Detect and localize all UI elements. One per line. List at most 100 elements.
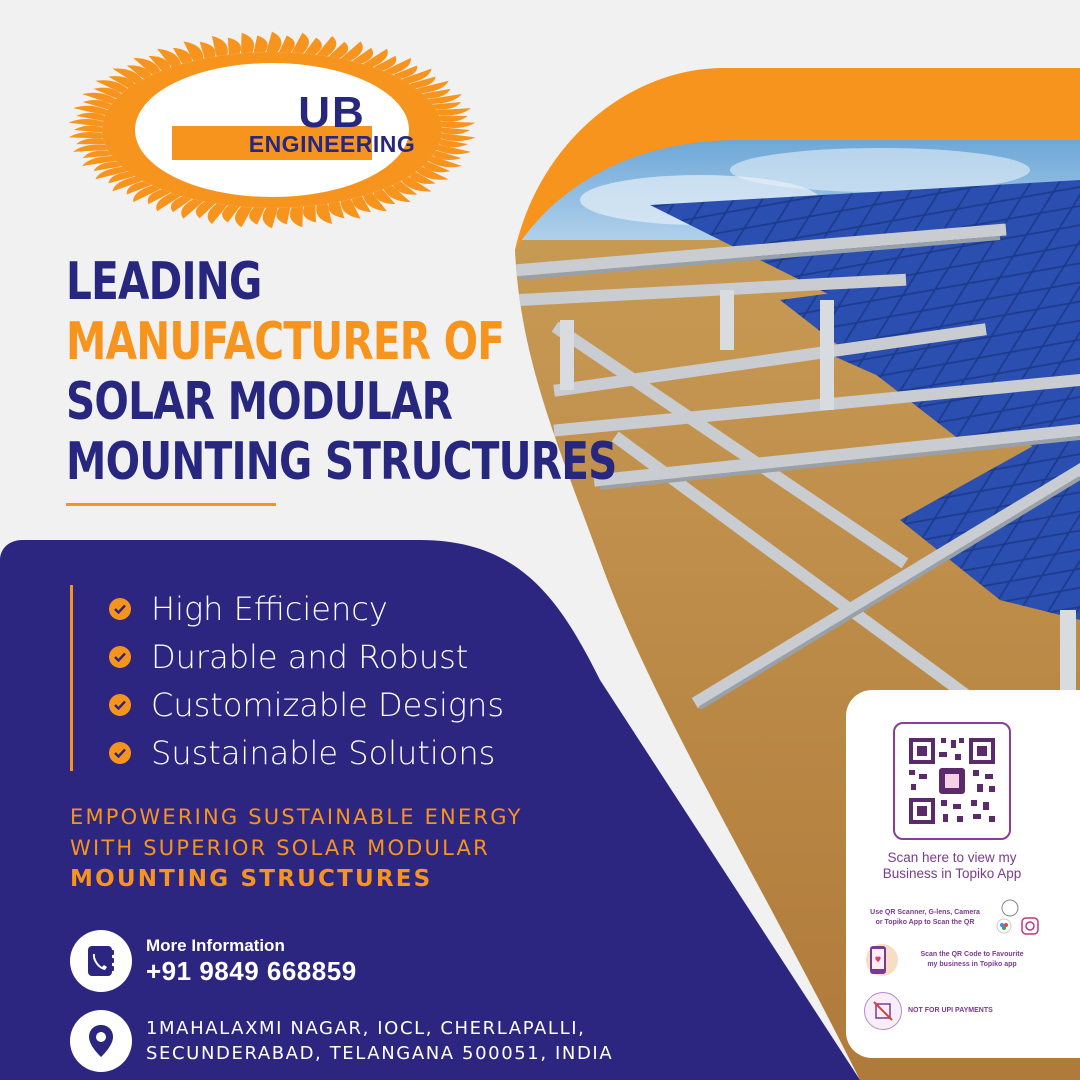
sun-ray: [362, 192, 387, 212]
location-pin-icon: [70, 1010, 132, 1072]
sun-ray: [234, 206, 253, 228]
feature-item: Durable and Robust: [109, 633, 504, 681]
tagline: EMPOWERING SUSTAINABLE ENERGY WITH SUPER…: [70, 802, 523, 895]
sun-ray: [76, 138, 105, 145]
qr-card: Scan here to view my Business in Topiko …: [846, 690, 1080, 1058]
sun-ray: [436, 108, 471, 116]
sun-ray: [289, 206, 303, 228]
check-icon: [109, 742, 131, 764]
sun-ray: [383, 185, 411, 203]
sun-ray: [222, 205, 240, 223]
sun-ray: [401, 68, 432, 84]
sun-ray: [170, 196, 193, 213]
sun-ray: [181, 199, 204, 219]
sun-ray: [316, 35, 337, 57]
sun-ray: [112, 176, 143, 192]
logo-ub-text: UB: [298, 88, 366, 137]
sun-ray: [74, 125, 103, 133]
qr-hint-1-line-2: or Topiko App to Scan the QR: [875, 919, 975, 926]
sun-ray: [416, 166, 449, 180]
logo-engineering-text: ENGINEERING: [248, 131, 416, 157]
qr-hint-2-line-2: my business in Topiko app: [927, 961, 1017, 968]
sun-ray: [112, 68, 143, 84]
qr-hint-scan: Use QR Scanner, G-lens, Camera or Topiko…: [856, 898, 1044, 938]
sun-ray: [157, 48, 182, 68]
sun-ray: [195, 201, 216, 219]
sun-ray: [126, 65, 152, 79]
sun-ray: [133, 185, 161, 203]
scanner-apps-icon: [996, 899, 1039, 935]
sun-ray: [68, 132, 103, 139]
sun-ray: [249, 207, 266, 225]
sun-ray: [266, 31, 282, 53]
sun-ray: [401, 176, 432, 192]
check-icon: [109, 598, 131, 620]
sun-ray: [441, 121, 476, 128]
phone-number[interactable]: +91 9849 668859: [146, 955, 357, 986]
sun-ray: [73, 144, 108, 152]
qr-hint-3: NOT FOR UPI PAYMENTS: [908, 1007, 993, 1014]
sun-ray: [409, 76, 436, 89]
headline: LEADING MANUFACTURER OF SOLAR MODULAR MO…: [66, 252, 617, 492]
sun-ray: [428, 156, 462, 168]
qr-caption: Scan here to view my Business in Topiko …: [846, 850, 1058, 882]
sun-ray: [441, 133, 476, 142]
sun-ray: [416, 80, 449, 94]
sun-ray: [82, 100, 112, 110]
phone-heart-icon: [866, 944, 898, 976]
no-upi-icon: [864, 992, 902, 1030]
address-contact: 1MAHALAXMI NAGAR, IOCL, CHERLAPALLI, SEC…: [70, 1010, 613, 1072]
feature-label: Sustainable Solutions: [151, 734, 496, 772]
headline-line-1: LEADING: [66, 252, 262, 312]
feature-list: High Efficiency Durable and Robust Custo…: [70, 585, 504, 772]
sun-ray: [211, 35, 228, 57]
sun-rays-icon: [68, 31, 476, 229]
sun-ray: [93, 87, 122, 99]
qr-code[interactable]: [893, 722, 1011, 840]
more-information-label: More Information: [146, 935, 285, 955]
sun-ray: [373, 189, 396, 205]
phone-contact[interactable]: More Information +91 9849 668859: [70, 930, 357, 992]
sun-ray: [409, 171, 436, 184]
sun-ray: [241, 32, 255, 54]
qr-caption-line-1: Scan here to view my: [887, 850, 1017, 865]
sun-ray: [340, 199, 361, 219]
sun-ray: [392, 65, 418, 79]
sun-ray: [76, 112, 105, 121]
address-line-2: SECUNDERABAD, TELANGANA 500051, INDIA: [146, 1043, 614, 1064]
sun-ray: [432, 150, 462, 160]
feature-label: High Efficiency: [151, 590, 388, 628]
tagline-line-3: MOUNTING STRUCTURES: [70, 866, 433, 892]
sun-ray: [227, 37, 242, 55]
sun-ray: [108, 76, 135, 89]
sun-ray: [362, 48, 388, 68]
phone-book-icon: [70, 930, 132, 992]
sun-ray: [441, 127, 470, 135]
headline-line-3: SOLAR MODULAR: [66, 372, 453, 432]
sun-ray: [392, 181, 418, 195]
tagline-line-2: WITH SUPERIOR SOLAR MODULAR: [70, 836, 490, 860]
qr-hint-1-line-1: Use QR Scanner, G-lens, Camera: [870, 909, 980, 916]
address-line-1: 1MAHALAXMI NAGAR, IOCL, CHERLAPALLI,: [146, 1018, 586, 1039]
feature-label: Customizable Designs: [151, 686, 504, 724]
qr-caption-line-2: Business in Topiko App: [882, 866, 1022, 881]
sun-ray: [95, 166, 128, 180]
sun-ray: [173, 47, 193, 64]
sun-ray: [383, 57, 411, 75]
sun-ray: [439, 139, 468, 148]
sun-ray: [422, 161, 451, 173]
company-logo: UB ENGINEERING: [62, 30, 482, 230]
sun-ray: [291, 32, 310, 54]
feature-label: Durable and Robust: [151, 638, 469, 676]
sun-ray: [183, 41, 204, 61]
sun-ray: [156, 192, 182, 212]
sun-ray: [316, 203, 333, 225]
sun-ray: [328, 41, 349, 59]
sun-ray: [147, 189, 171, 205]
sun-ray: [199, 41, 216, 59]
feature-item: Customizable Designs: [109, 681, 504, 729]
sun-ray: [148, 55, 171, 71]
sun-ray: [436, 144, 471, 155]
